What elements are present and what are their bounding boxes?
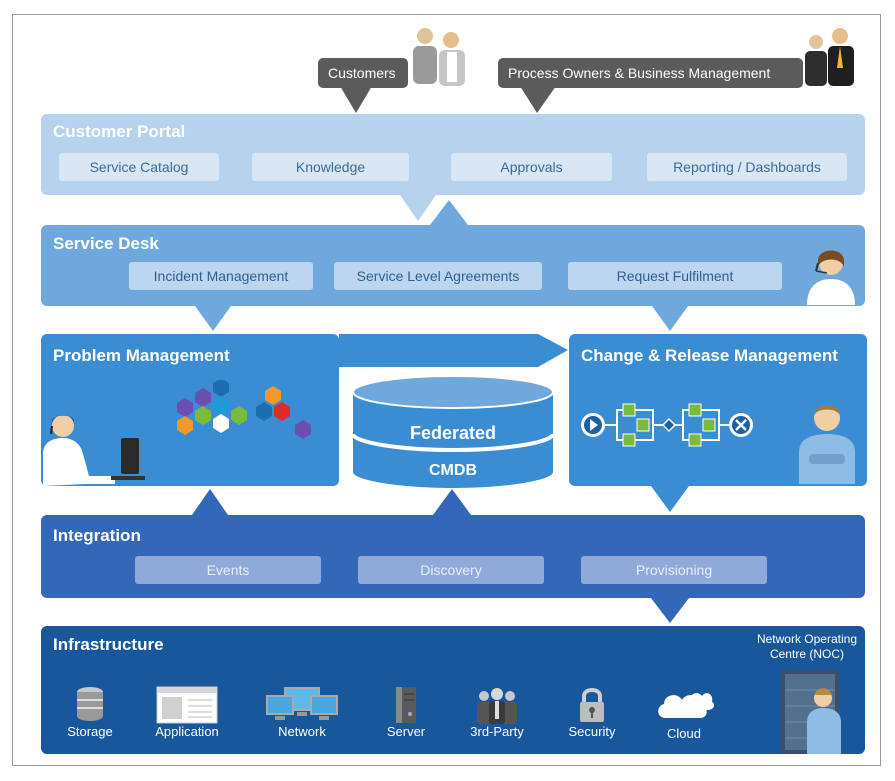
infra-item-storage[interactable]: Storage [45,686,135,739]
security-icon [580,688,604,722]
customers-bubble-pointer [340,86,372,113]
storage-icon [77,687,103,721]
integration-to-cmdb-arrow [433,489,471,515]
problem-management-illustration [43,380,311,486]
infra-item-application[interactable]: Application [142,686,232,739]
desk-item-incident-management[interactable]: Incident Management [129,262,313,290]
desk-to-change-arrow [652,306,688,331]
integration-layer: Integration Events Discovery Provisionin… [41,515,865,598]
infra-label-network: Network [278,724,326,739]
infrastructure-title: Infrastructure [53,635,164,654]
server-icon [396,687,416,723]
integration-item-events[interactable]: Events [135,556,321,584]
infra-label-server: Server [386,724,426,739]
customers-people-icon [413,28,465,86]
change-release-title: Change & Release Management [581,346,838,365]
desk-item-request-fulfilment[interactable]: Request Fulfilment [568,262,782,290]
portal-item-knowledge[interactable]: Knowledge [252,153,409,181]
customer-portal-title: Customer Portal [53,122,186,141]
portal-item-service-catalog[interactable]: Service Catalog [59,153,219,181]
service-desk-title: Service Desk [53,234,159,253]
service-desk-layer: Service Desk Incident Management Service… [41,225,865,306]
problem-management-layer: Problem Management [41,334,339,486]
noc-technician-icon [781,670,841,754]
network-icon [266,687,338,720]
infra-label-storage: Storage [67,724,113,739]
cloud-icon [658,693,715,718]
cmdb-line2: CMDB [429,462,477,479]
infra-label-security: Security [568,724,616,739]
application-icon [156,686,218,724]
workflow-diagram-icon [581,403,753,447]
infrastructure-layer: Infrastructure Storage Application [41,626,865,754]
customer-portal-layer: Customer Portal Service Catalog Knowledg… [41,114,865,195]
noc-label-line1: Network Operating [756,632,857,646]
desk-item-service-level-agreements[interactable]: Service Level Agreements [334,262,542,290]
hexagon-cluster-icon [177,380,311,439]
owners-bubble-pointer [520,86,556,113]
noc-label: Network Operating Centre (NOC) [757,632,857,662]
integration-to-infrastructure-arrow [651,598,689,623]
change-release-layer: Change & Release Management [569,334,867,486]
manager-person-icon [799,405,855,484]
integration-item-provisioning[interactable]: Provisioning [581,556,767,584]
infra-item-server[interactable]: Server [361,686,451,739]
business-people-icon [805,28,854,86]
process-owners-label: Process Owners & Business Management [508,65,771,81]
process-owners-bubble: Process Owners & Business Management [498,58,803,88]
change-to-integration-arrow [651,486,689,512]
operator-at-desk-icon [43,415,145,486]
infra-item-network[interactable]: Network [257,686,347,739]
problem-management-title: Problem Management [53,346,230,365]
infra-label-application: Application [155,724,219,739]
infra-label-3rd-party: 3rd-Party [470,724,524,739]
integration-title: Integration [53,526,141,545]
infra-item-3rd-party[interactable]: 3rd-Party [452,686,542,739]
infra-item-cloud[interactable]: Cloud [639,686,729,741]
infra-item-security[interactable]: Security [547,686,637,739]
portal-item-approvals[interactable]: Approvals [451,153,612,181]
integration-to-problem-arrow [192,489,228,515]
customers-bubble: Customers [318,58,408,88]
portal-item-reporting-dashboards[interactable]: Reporting / Dashboards [647,153,847,181]
noc-label-line2: Centre (NOC) [769,647,844,661]
problem-to-change-arrow [339,334,568,367]
desk-to-problem-arrow [195,306,231,331]
third-party-icon [477,688,517,724]
desk-to-portal-arrow [430,200,468,225]
customers-label: Customers [328,65,396,81]
service-agent-icon [807,250,855,305]
cmdb-line1: Federated [410,423,496,443]
infra-label-cloud: Cloud [667,726,701,741]
portal-to-desk-arrow [400,195,436,221]
integration-item-discovery[interactable]: Discovery [358,556,544,584]
federated-cmdb-database: Federated CMDB [353,376,555,488]
